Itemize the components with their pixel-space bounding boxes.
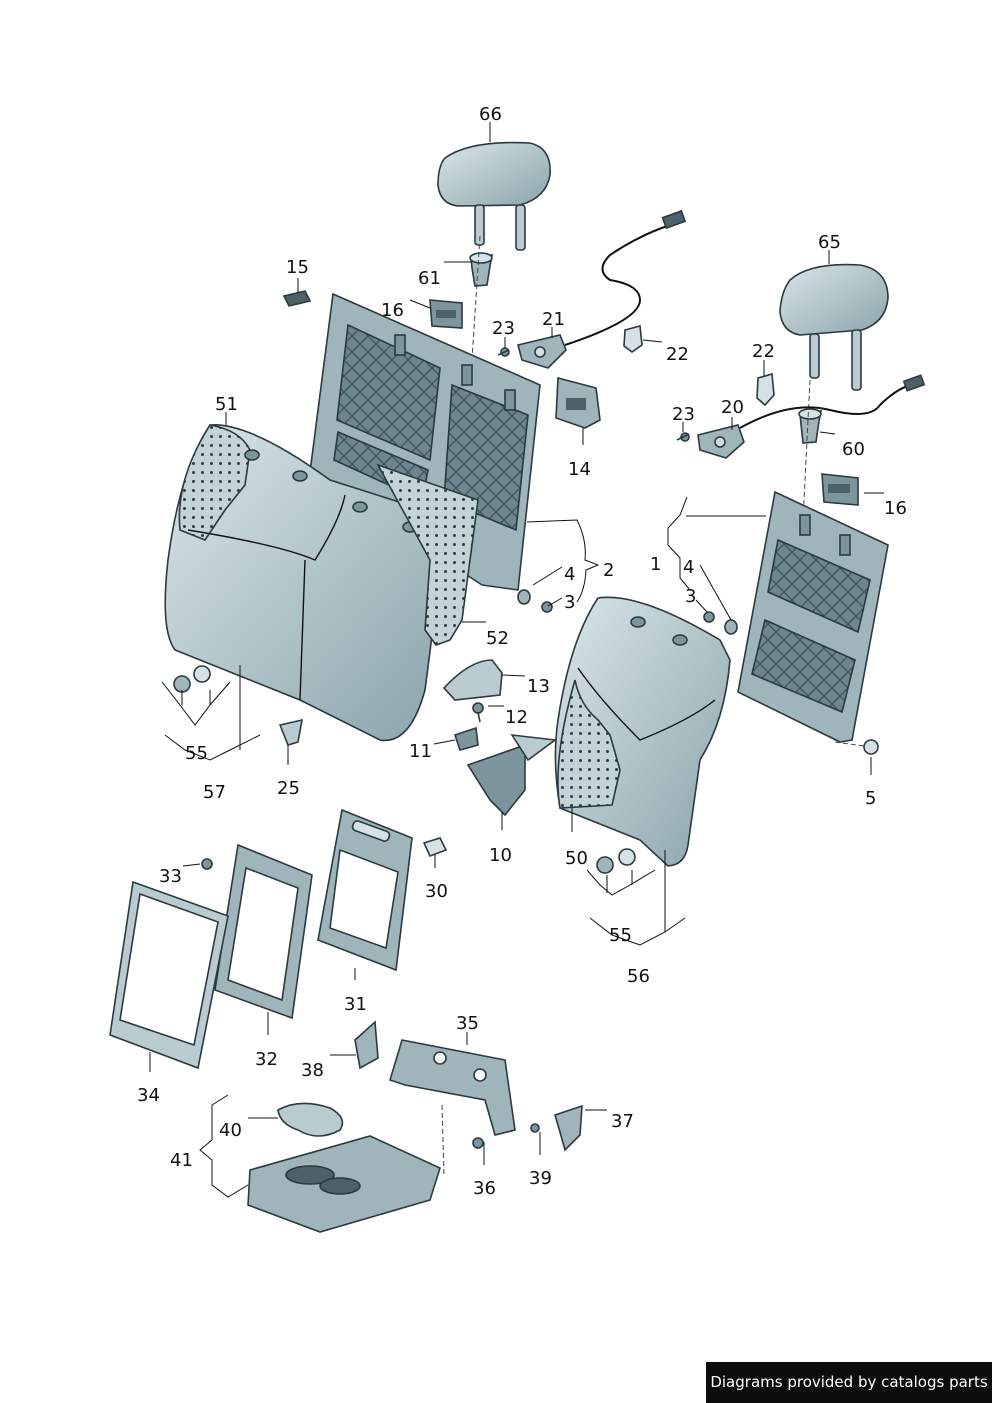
callout-39: 39 <box>529 1168 552 1189</box>
release-cable-left <box>564 209 687 346</box>
cover-13 <box>442 659 503 701</box>
callout-65: 65 <box>818 232 841 253</box>
clip-22-left <box>623 324 643 353</box>
callout-36: 36 <box>473 1178 496 1199</box>
guide-sleeve-61 <box>469 252 493 287</box>
callout-61: 61 <box>418 268 441 289</box>
callout-16-left: 16 <box>381 300 404 321</box>
bracket-16-left <box>429 299 463 329</box>
callout-51: 51 <box>215 394 238 415</box>
screw-23-left <box>497 347 510 357</box>
callout-22-left: 22 <box>666 344 689 365</box>
callout-2: 2 <box>603 560 614 581</box>
callout-13: 13 <box>527 676 550 697</box>
guide-sleeve-60 <box>798 408 823 444</box>
callout-35: 35 <box>456 1013 479 1034</box>
backrest-cover-50 <box>554 596 731 867</box>
screw-23-right <box>676 432 690 442</box>
callout-23-left: 23 <box>492 318 515 339</box>
callout-40: 40 <box>219 1120 242 1141</box>
release-cable-right <box>739 374 926 429</box>
trim-10 <box>466 734 558 817</box>
callout-22-right: 22 <box>752 341 775 362</box>
screw-33 <box>201 858 213 870</box>
bolt-3-left <box>541 601 553 613</box>
frame-31 <box>317 808 413 972</box>
bracket-16-right <box>821 473 859 506</box>
headrest-66 <box>437 141 551 251</box>
callout-3-right: 3 <box>685 586 696 607</box>
leader-lines <box>149 122 884 1198</box>
callout-52: 52 <box>486 628 509 649</box>
plug-30 <box>422 837 448 858</box>
callout-21: 21 <box>542 309 565 330</box>
callout-38: 38 <box>301 1060 324 1081</box>
bolt-4-right <box>724 619 738 635</box>
callout-4-right: 4 <box>683 557 694 578</box>
callout-56: 56 <box>627 966 650 987</box>
callout-labels: 66 65 61 60 15 16 16 23 23 21 20 22 22 1… <box>137 104 907 1199</box>
callout-57: 57 <box>203 782 226 803</box>
frame-32 <box>214 843 313 1020</box>
frame-34 <box>109 880 229 1070</box>
callout-60: 60 <box>842 439 865 460</box>
callout-33: 33 <box>159 866 182 887</box>
callout-12: 12 <box>505 707 528 728</box>
callout-55-left: 55 <box>185 743 208 764</box>
screw-39 <box>530 1123 540 1133</box>
bolt-3-right <box>703 611 715 623</box>
cupholder-insert-40 <box>277 1102 344 1137</box>
screw-36 <box>472 1137 484 1149</box>
callout-3-left: 3 <box>564 592 575 613</box>
nuts-55-left <box>173 665 211 693</box>
credit-banner: Diagrams provided by catalogs parts <box>706 1362 992 1403</box>
bracket-35 <box>389 1039 516 1136</box>
callout-34: 34 <box>137 1085 160 1106</box>
callout-14: 14 <box>568 459 591 480</box>
clip-15 <box>282 290 312 307</box>
callout-25: 25 <box>277 778 300 799</box>
callout-5: 5 <box>865 788 876 809</box>
callout-16-right: 16 <box>884 498 907 519</box>
hinge-38 <box>354 1020 379 1070</box>
clip-11 <box>453 726 479 751</box>
clip-25 <box>278 718 304 746</box>
callout-41: 41 <box>170 1150 193 1171</box>
callout-30: 30 <box>425 881 448 902</box>
armrest-41 <box>247 1135 441 1233</box>
clip-22-right <box>756 372 775 407</box>
callout-15: 15 <box>286 257 309 278</box>
latch-housing-14 <box>555 376 601 429</box>
screw-12 <box>472 702 484 723</box>
callout-55-right: 55 <box>609 925 632 946</box>
callout-1: 1 <box>650 554 661 575</box>
callout-10: 10 <box>489 845 512 866</box>
callout-23-right: 23 <box>672 404 695 425</box>
nuts-55-right <box>596 848 636 874</box>
backrest-frame-right-1 <box>737 490 889 743</box>
hinge-37 <box>554 1104 583 1152</box>
backrest-cover-51 <box>164 424 442 742</box>
callout-32: 32 <box>255 1049 278 1070</box>
callout-50: 50 <box>565 848 588 869</box>
pad-52 <box>376 463 479 646</box>
callout-4-left: 4 <box>564 564 575 585</box>
callout-37: 37 <box>611 1111 634 1132</box>
headrest-65 <box>779 263 889 391</box>
bolt-4-left <box>517 589 531 605</box>
callout-66: 66 <box>479 104 502 125</box>
callout-20: 20 <box>721 397 744 418</box>
pin-5 <box>834 739 879 755</box>
callout-31: 31 <box>344 994 367 1015</box>
lock-21 <box>517 334 567 369</box>
callout-11: 11 <box>409 741 432 762</box>
lock-20 <box>697 424 745 459</box>
